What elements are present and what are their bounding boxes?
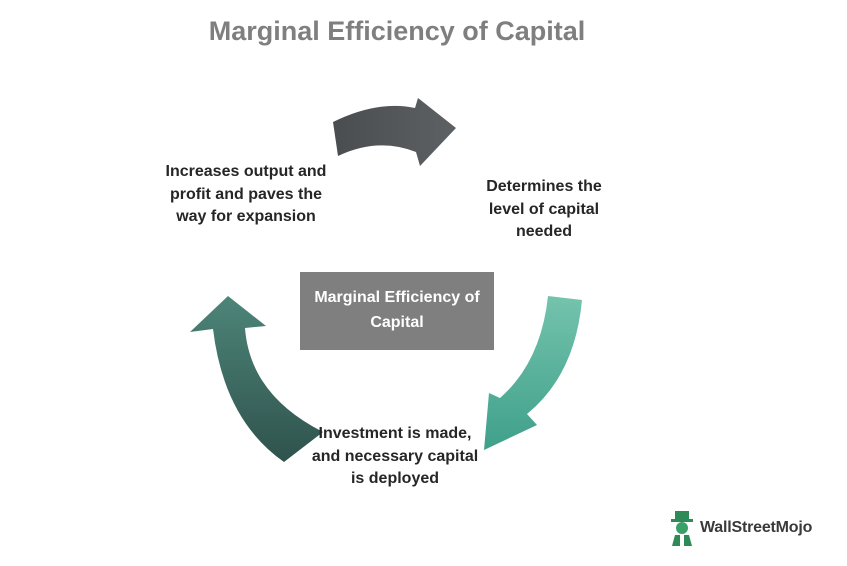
step-determines-capital: Determines the level of capital needed [486,178,602,241]
step-increases-output: Increases output and profit and paves th… [165,163,327,226]
mascot-icon [671,511,693,546]
watermark-text: WallStreetMojo [700,519,813,536]
arrow-right [484,296,582,450]
diagram-title: Marginal Efficiency of Capital [208,16,586,46]
arrow-top [333,98,456,166]
center-concept-box: Marginal Efficiency of Capital [300,272,494,350]
wallstreetmojo-logo: WallStreetMojo [666,508,812,548]
step-investment-made: Investment is made, and necessary capita… [311,425,479,488]
arrow-left [190,296,323,462]
center-concept-label: Marginal Efficiency of Capital [314,289,480,331]
